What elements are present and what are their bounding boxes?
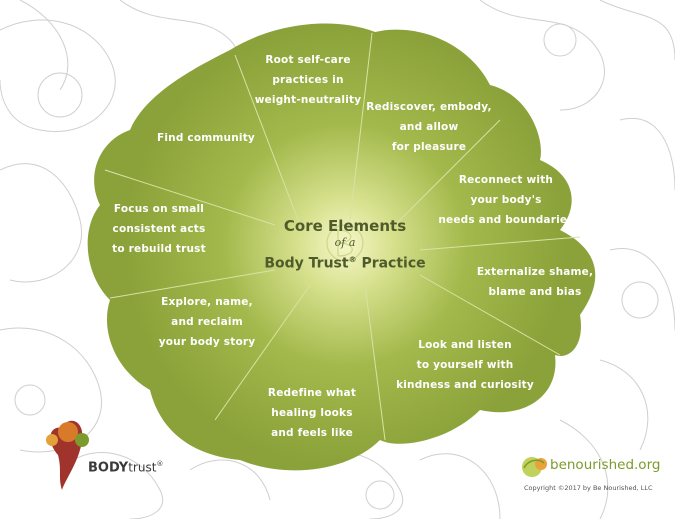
petal-focus-small-acts: Focus on small consistent acts to rebuil… bbox=[112, 203, 206, 255]
center-title-line3-wrap: Body Trust® Practice bbox=[255, 250, 435, 274]
flower-shape bbox=[87, 23, 596, 471]
center-monogram bbox=[326, 224, 364, 262]
body-trust-logo: BODYtrust® bbox=[42, 418, 172, 498]
benourished-name: benourished.org bbox=[550, 457, 661, 473]
petal-explore-body-story: Explore, name, and reclaim your body sto… bbox=[158, 296, 256, 348]
petal-reconnect-needs: Reconnect with your body's needs and bou… bbox=[438, 174, 574, 226]
petal-dividers bbox=[104, 32, 581, 441]
petal-redefine-healing: Redefine what healing looks and feels li… bbox=[267, 387, 357, 439]
petal-find-community: Find community bbox=[157, 132, 255, 144]
petal-root-self-care: Root self-care practices in weight-neutr… bbox=[254, 54, 362, 106]
petal-externalize-shame: Externalize shame, blame and bias bbox=[476, 266, 594, 298]
central-flower bbox=[87, 23, 596, 471]
body-trust-logo-mark bbox=[46, 420, 89, 490]
center-title-line2: of a bbox=[334, 236, 356, 249]
copyright-text: Copyright ©2017 by Be Nourished, LLC bbox=[524, 484, 653, 492]
center-title-body-trust: Body Trust bbox=[264, 255, 349, 272]
logo-word-trust: trust bbox=[128, 460, 157, 475]
logo-registered-mark: ® bbox=[156, 460, 164, 468]
benourished-logo-mark bbox=[522, 457, 547, 477]
center-title-line1: Core Elements bbox=[283, 217, 407, 235]
petal-look-listen: Look and listen to yourself with kindnes… bbox=[396, 339, 534, 391]
center-title-practice: Practice bbox=[361, 255, 426, 272]
registered-mark: ® bbox=[348, 255, 357, 264]
petal-rediscover-pleasure: Rediscover, embody, and allow for pleasu… bbox=[366, 101, 492, 153]
logo-word-body: BODY bbox=[88, 460, 129, 476]
benourished-logo: benourished.org Copyright ©2017 by Be No… bbox=[516, 450, 666, 500]
center-title: Core Elements of a Body Trust® Practice bbox=[255, 216, 435, 274]
